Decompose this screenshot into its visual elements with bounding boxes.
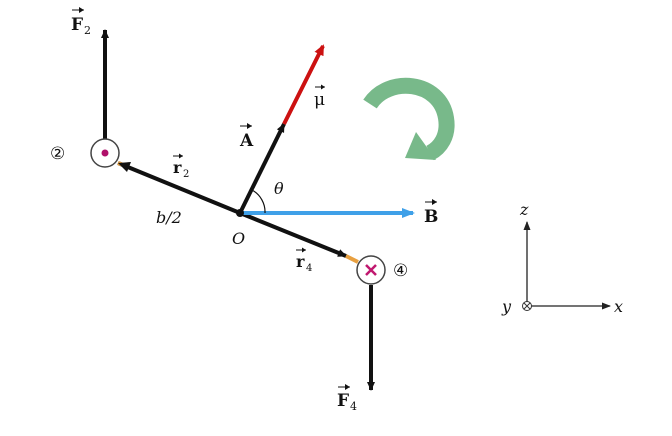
dot-in-circle-icon: [90, 138, 120, 168]
svg-text:B: B: [424, 207, 438, 227]
x-axis-label: x: [614, 297, 623, 316]
svg-text:4: 4: [350, 400, 357, 413]
y-axis-into-page-icon: [522, 301, 532, 311]
label-b: B: [424, 199, 438, 227]
svg-text:r: r: [173, 158, 182, 177]
wire-segment-4: [345, 254, 359, 264]
r2-arrowhead: [118, 162, 131, 172]
wire-2-marker: ②: [50, 144, 65, 164]
area-vector-a: [238, 123, 286, 214]
label-r4: r 4: [296, 247, 312, 274]
svg-text:2: 2: [84, 24, 91, 37]
label-a: A: [239, 123, 254, 151]
rod-r4: [239, 211, 347, 258]
label-f2: F 2: [71, 7, 91, 37]
svg-text:μ: μ: [314, 90, 325, 110]
svg-text:4: 4: [306, 263, 312, 274]
curved-arrow-clockwise-icon: [363, 77, 455, 161]
svg-text:r: r: [296, 252, 305, 271]
axes: z y x: [501, 200, 623, 316]
half-length-label: b/2: [156, 208, 182, 227]
svg-text:F: F: [71, 15, 83, 35]
angle-label: θ: [274, 179, 284, 198]
wire-4-marker: ④: [393, 261, 408, 281]
svg-text:F: F: [337, 391, 349, 411]
svg-text:2: 2: [183, 169, 189, 180]
angle-arc: [251, 189, 266, 214]
label-mu: μ: [314, 84, 325, 110]
z-axis-label: z: [519, 200, 529, 219]
label-r2: r 2: [173, 153, 189, 180]
rod-r2: [117, 161, 241, 215]
y-axis-label: y: [501, 297, 512, 316]
moment-vector-mu: [282, 44, 325, 125]
label-f4: F 4: [337, 384, 357, 413]
origin-label: O: [232, 229, 245, 248]
origin-point: [236, 209, 244, 217]
cross-in-circle-icon: [356, 255, 386, 285]
svg-text:A: A: [239, 131, 254, 151]
